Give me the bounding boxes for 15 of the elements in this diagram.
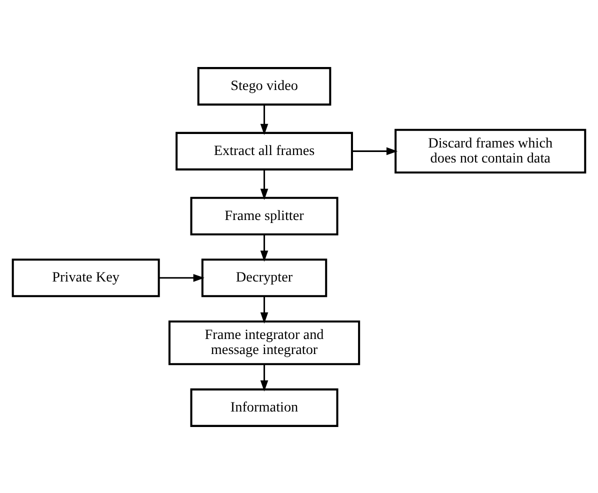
arrow [260, 104, 268, 135]
arrow [260, 296, 268, 324]
node-box: Decrypter [201, 258, 328, 297]
node-box: Frame integrator and message integrator [168, 320, 360, 365]
node-box: Extract all frames [176, 131, 353, 170]
node-box: Stego video [197, 66, 332, 106]
node-box: Discard frames which does not contain data [394, 128, 586, 173]
arrow [260, 234, 268, 262]
arrow [159, 274, 204, 282]
node-box: Frame splitter [190, 196, 338, 235]
node-box: Information [190, 388, 338, 426]
arrow [260, 169, 268, 200]
arrow [260, 364, 268, 392]
node-box: Private Key [12, 258, 160, 297]
arrow [352, 146, 398, 155]
